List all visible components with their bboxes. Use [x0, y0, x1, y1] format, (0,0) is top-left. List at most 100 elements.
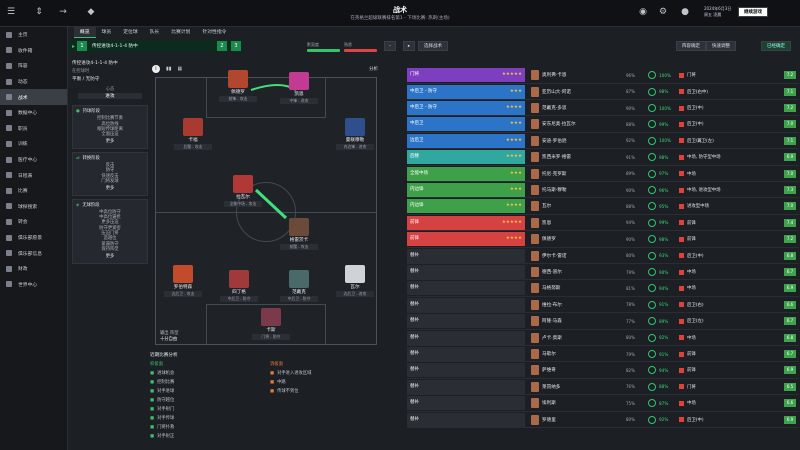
player-card[interactable]: 罗伯特森边后卫 - 攻击: [164, 265, 202, 297]
sidebar-item[interactable]: 阵容: [0, 58, 67, 74]
grid-icon[interactable]: ▦: [177, 66, 183, 72]
position-slot[interactable]: 门将★★★★★: [407, 68, 525, 83]
tab[interactable]: 概览: [74, 27, 96, 38]
position-slot[interactable]: 替补: [407, 281, 525, 296]
menu-icon[interactable]: ☰: [6, 7, 16, 17]
continue-button[interactable]: 继续游戏: [738, 7, 768, 17]
sidebar-item[interactable]: 动态: [0, 74, 67, 90]
player-card[interactable]: 凯恩中锋 - 进攻: [280, 72, 318, 104]
player-name[interactable]: 托尼·克罗斯: [542, 171, 567, 177]
player-name[interactable]: 奥利弗·卡恩: [542, 73, 567, 79]
player-name[interactable]: 凯恩: [542, 220, 552, 226]
player-card[interactable]: 曼联穆勒内边锋 - 进攻: [336, 118, 374, 150]
player-card[interactable]: 卡斯门将 - 防守: [252, 308, 290, 340]
confirm-lineup-button[interactable]: 阵容确定: [676, 41, 706, 51]
player-name[interactable]: 维拉·布尔: [542, 302, 562, 308]
position-slot[interactable]: 中后卫★★★: [407, 117, 525, 132]
settings-icon[interactable]: ⚙: [658, 7, 668, 17]
tactic-slot-1[interactable]: 1: [77, 41, 88, 51]
sidebar-item[interactable]: 收件箱: [0, 43, 67, 59]
tactic-bar[interactable]: ▸ 1 传控进攻4-1-1-4 防中 2 3: [68, 40, 243, 52]
player-card[interactable]: 卡福后腰 - 攻击: [174, 118, 212, 150]
sidebar-item[interactable]: 日程表: [0, 167, 67, 183]
sidebar-item[interactable]: 职员: [0, 121, 67, 137]
tab[interactable]: 定位球: [123, 30, 138, 35]
sidebar-item[interactable]: 俱乐部信息: [0, 245, 67, 261]
player-card[interactable]: 四丁格中后卫 - 防守: [220, 270, 258, 302]
player-name[interactable]: 阿隆·马森: [542, 319, 562, 325]
position-slot[interactable]: 前锋★★★★★: [407, 215, 525, 230]
in-possession-panel[interactable]: ●持球阶段 控制比赛节奏 高位防线 缩短传球距离 全面压迫 更多: [72, 105, 148, 149]
tab[interactable]: 针对性指令: [202, 30, 227, 35]
player-name[interactable]: 凯西米罗·格雷: [542, 155, 572, 161]
select-tactic-button[interactable]: 选择战术: [418, 41, 448, 51]
player-card[interactable]: 拉瓦尔全能中场 - 攻击: [224, 175, 262, 207]
player-name[interactable]: 托马斯·穆勒: [542, 188, 567, 194]
sidebar-item[interactable]: 训练: [0, 136, 67, 152]
player-name[interactable]: 范戴克·多思: [542, 106, 567, 112]
sidebar-item[interactable]: 战术: [0, 89, 67, 105]
sidebar-item[interactable]: 医疗中心: [0, 152, 67, 168]
sidebar-item[interactable]: 世界中心: [0, 277, 67, 293]
back-button[interactable]: ▸: [403, 41, 415, 51]
quick-adjust-button[interactable]: 快速调整: [706, 41, 736, 51]
tab[interactable]: 队长: [149, 30, 160, 35]
player-name[interactable]: 安迪·罗伯逊: [542, 138, 567, 144]
player-name[interactable]: 卢卡·莫斯: [542, 335, 562, 341]
player-name[interactable]: 德西·道尔: [542, 270, 562, 276]
player-card[interactable]: 佩德罗前锋 - 攻击: [219, 70, 257, 102]
info-icon[interactable]: i: [152, 65, 160, 73]
tactic-slot-2[interactable]: 2: [217, 41, 227, 51]
formation-value[interactable]: 十分自由: [160, 337, 178, 342]
player-name[interactable]: 罗德里: [542, 417, 556, 423]
more-button[interactable]: 更多: [105, 254, 115, 260]
player-card[interactable]: 格雷茨卡前腰 - 攻击: [280, 218, 318, 250]
position-slot[interactable]: 替补: [407, 248, 525, 263]
position-slot[interactable]: 内边锋★★★: [407, 183, 525, 198]
user-icon[interactable]: ●: [681, 7, 689, 17]
player-name[interactable]: 瓦尔: [542, 204, 552, 210]
position-slot[interactable]: 替补: [407, 347, 525, 362]
tab[interactable]: 比赛计划: [171, 30, 191, 35]
position-slot[interactable]: 替补: [407, 379, 525, 394]
player-card[interactable]: 瓦尔边后卫 - 进攻: [336, 265, 374, 297]
tab[interactable]: 球员: [101, 30, 112, 35]
sidebar-item[interactable]: 主页: [0, 27, 67, 43]
player-name[interactable]: 安东尼奥·拉瓦尔: [542, 122, 576, 128]
position-slot[interactable]: 边后卫★★★★: [407, 133, 525, 148]
position-slot[interactable]: 前锋★★★★: [407, 232, 525, 247]
chart-icon[interactable]: ▮▮: [166, 66, 172, 72]
sidebar-item[interactable]: 球探搜索: [0, 199, 67, 215]
forward-icon[interactable]: →: [59, 7, 67, 17]
mentality-value[interactable]: 进攻: [78, 93, 142, 99]
sidebar-item[interactable]: 俱乐部愿景: [0, 230, 67, 246]
position-slot[interactable]: 替补: [407, 396, 525, 411]
sidebar-item[interactable]: 数据中心: [0, 105, 67, 121]
out-of-possession-panel[interactable]: ◈无球阶段 中高位防守 中高位逼抢 更多压迫 防守更紧密 压迫门将 造越位 紧逼…: [72, 198, 148, 264]
position-slot[interactable]: 替补: [407, 330, 525, 345]
position-slot[interactable]: 中后卫 - 防守★★★: [407, 84, 525, 99]
sidebar-item[interactable]: 比赛: [0, 183, 67, 199]
sidebar-item[interactable]: 财政: [0, 261, 67, 277]
player-name[interactable]: 莱昂纳多: [542, 384, 561, 390]
analysis-button[interactable]: 分析: [369, 67, 378, 72]
player-name[interactable]: 亚历山大·阿诺: [542, 89, 572, 95]
player-name[interactable]: 伊尔卡·雷诺: [542, 253, 567, 259]
position-slot[interactable]: 替补: [407, 314, 525, 329]
player-name[interactable]: 萨维奇: [542, 368, 556, 374]
